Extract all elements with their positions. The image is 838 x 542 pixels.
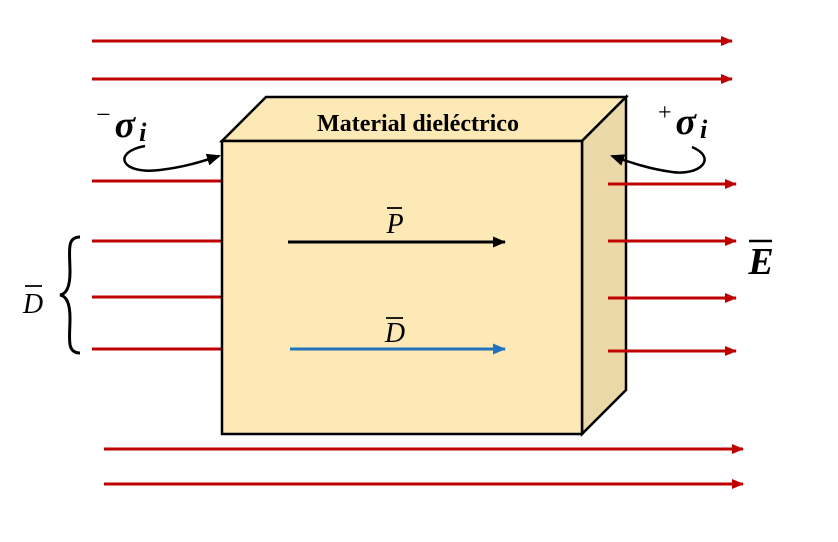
- sigma-left-label: − σ i: [96, 100, 147, 147]
- sigma-right-label: + σ i: [658, 100, 708, 144]
- displacement-outside-label: D: [22, 289, 43, 320]
- sigma-left-subscript: i: [139, 118, 147, 147]
- field-label: E: [747, 241, 773, 283]
- displacement-inside-label: D: [384, 318, 405, 349]
- block-title: Material dieléctrico: [317, 111, 519, 137]
- block-side-face: [580, 93, 628, 438]
- curved-arrow-icon: [123, 144, 221, 172]
- sigma-right-subscript: i: [700, 115, 708, 144]
- sigma-left-sign: −: [96, 100, 111, 129]
- curved-arrow-icon: [610, 145, 706, 174]
- sigma-right-symbol: σ: [676, 101, 698, 143]
- curly-brace-icon: [59, 235, 81, 355]
- sigma-left-symbol: σ: [115, 104, 137, 146]
- block-front-face: [220, 139, 584, 436]
- polarization-label: P: [385, 209, 403, 240]
- sigma-right-sign: +: [658, 100, 672, 126]
